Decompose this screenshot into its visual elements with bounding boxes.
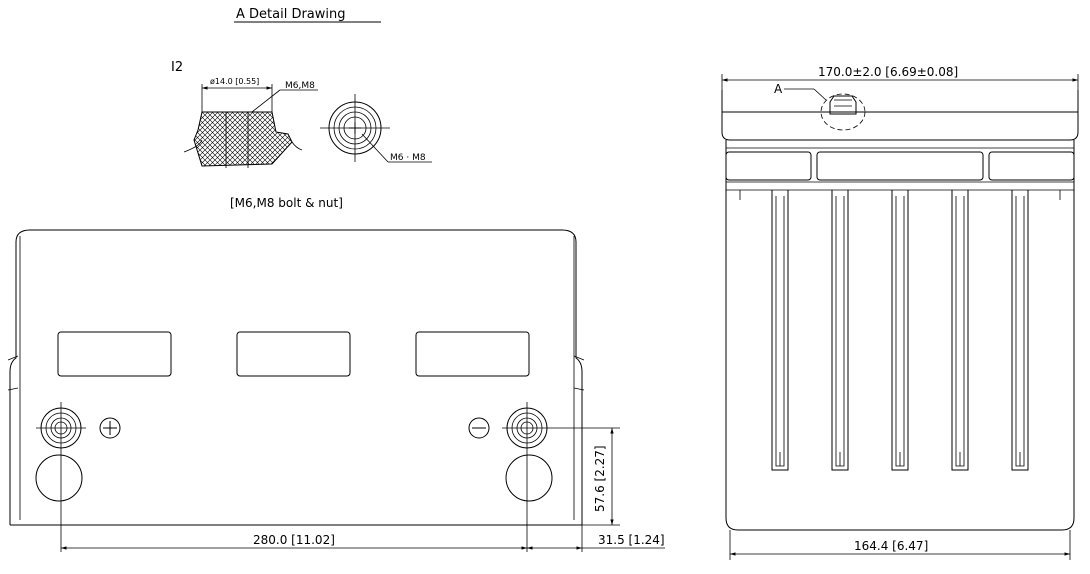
detail-caption: [M6,M8 bolt & nut] (230, 196, 343, 210)
bottom-width-dimension: 164.4 [6.47] (854, 539, 928, 553)
detail-title: A Detail Drawing (236, 7, 346, 22)
diameter-dimension: ø14.0 [0.55] (210, 77, 259, 86)
side-label-right (988, 151, 1075, 181)
label-window-2 (236, 331, 351, 377)
nut-section (193, 111, 293, 167)
right-handle-hole (505, 454, 553, 502)
detail-a-label: A (774, 82, 783, 96)
side-terminal (829, 95, 857, 115)
side-label-left (725, 151, 812, 181)
top-width-dimension: 170.0±2.0 [6.69±0.08] (818, 65, 958, 79)
label-window-1 (57, 331, 172, 377)
edge-dimension: 31.5 [1.24] (598, 533, 665, 547)
left-handle-hole (35, 454, 83, 502)
bolt-section-view: ø14.0 [0.55] M6,M8 (183, 77, 318, 168)
rib-3 (891, 190, 909, 471)
battery-outline (9, 229, 583, 525)
bolt-top-view: M6 · M8 (320, 94, 432, 163)
front-view: 280.0 [11.02] 31.5 [1.24] 57.6 [2.27] (7, 229, 665, 552)
side-view: 170.0±2.0 [6.69±0.08] A (721, 65, 1079, 560)
positive-terminal (502, 402, 620, 552)
detail-drawing: A Detail Drawing I2 ø14.0 [0.55] M6,M8 (171, 7, 432, 210)
terminal-code: I2 (171, 60, 183, 75)
height-dimension: 57.6 [2.27] (593, 445, 607, 512)
rib-1 (771, 190, 789, 471)
negative-mark (468, 417, 490, 439)
battery-lid (721, 111, 1079, 141)
positive-mark (99, 417, 121, 439)
negative-terminal (36, 402, 86, 552)
rib-5 (1011, 190, 1029, 471)
rib-2 (831, 190, 849, 471)
width-dimension: 280.0 [11.02] (253, 533, 335, 547)
battery-body-side (725, 140, 1075, 531)
rib-4 (951, 190, 969, 471)
thread-label-section: M6,M8 (285, 81, 315, 91)
side-label-center (816, 151, 984, 181)
thread-label-top: M6 · M8 (390, 153, 426, 163)
label-window-3 (415, 331, 530, 377)
